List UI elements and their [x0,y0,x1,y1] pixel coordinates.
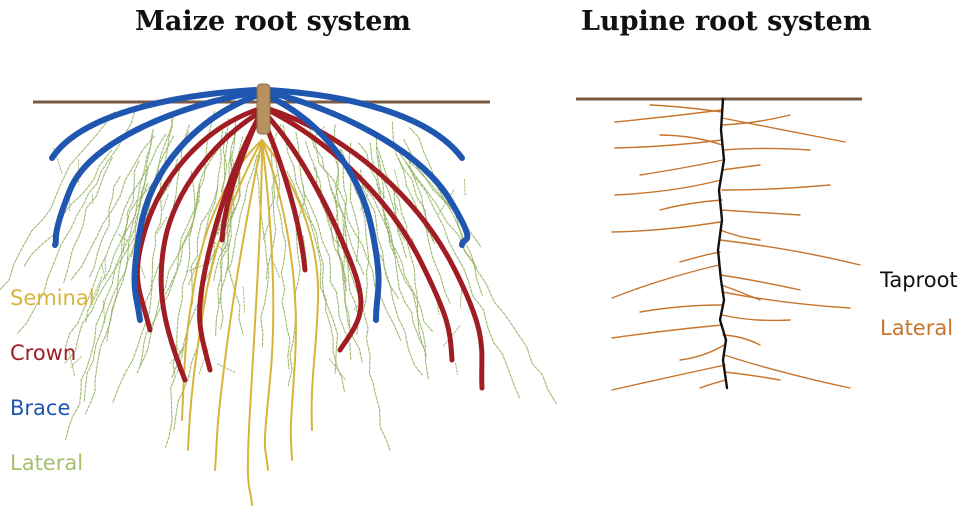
maize-seminal-root [248,140,262,505]
maize-lateral-root [163,195,168,210]
lupine-lateral-root [615,180,721,195]
lupine-lateral-root [722,292,850,308]
lupine-legend-lateral: Lateral [880,316,953,340]
lupine-lateral-root [615,140,722,148]
maize-lateral-root [92,195,93,203]
lupine-lateral-root [680,345,724,360]
maize-legend-lateral: Lateral [10,451,83,475]
maize-legend-seminal: Seminal [10,286,95,310]
lupine-lateral-root [640,160,723,175]
lupine-lateral-roots [612,105,860,390]
lupine-lateral-root [612,265,719,298]
maize-lateral-root [65,134,166,348]
lupine-lateral-root [612,222,720,232]
lupine-lateral-root [700,380,726,388]
maize-lateral-root [217,364,235,373]
maize-lateral-root [329,358,345,379]
maize-lateral-root [0,112,114,292]
lupine-lateral-root [640,305,722,312]
lupine-lateral-root [722,118,845,142]
maize-lateral-root [105,257,106,272]
maize-lateral-root [399,159,451,303]
lupine-lateral-root [722,185,830,190]
maize-lateral-root [283,125,338,373]
lupine-taproot [718,99,727,388]
lupine-lateral-root [612,325,722,338]
lupine-lateral-root [615,110,722,122]
maize-legend-crown: Crown [10,341,76,365]
maize-seminal-root [262,140,318,430]
maize-crown-root [137,110,256,330]
lupine-lateral-root [723,335,760,345]
maize-stem [257,84,270,134]
maize-lateral-root [396,205,399,211]
maize-lateral-root [243,287,244,313]
maize-lateral-root [465,179,466,196]
maize-lateral-root [361,170,426,348]
lupine-lateral-root [660,200,722,210]
lupine-lateral-root [720,240,860,265]
lupine-lateral-root [723,148,810,150]
maize-lateral-root [410,128,483,296]
lupine-lateral-root [722,165,760,170]
lupine-lateral-root [650,105,722,112]
lupine-lateral-root [722,315,790,320]
lupine-lateral-root [725,372,780,380]
lupine-lateral-root [724,355,850,388]
maize-lateral-root [456,364,458,375]
lupine-legend-taproot: Taproot [880,268,958,292]
lupine-lateral-root [721,210,800,215]
maize-lateral-root [359,143,433,332]
maize-lateral-root [349,143,359,262]
lupine-lateral-root [612,365,725,390]
lupine-lateral-root [680,252,720,262]
lupine-lateral-root [720,230,760,240]
maize-legend-brace: Brace [10,396,70,420]
lupine-lateral-root [720,275,800,290]
